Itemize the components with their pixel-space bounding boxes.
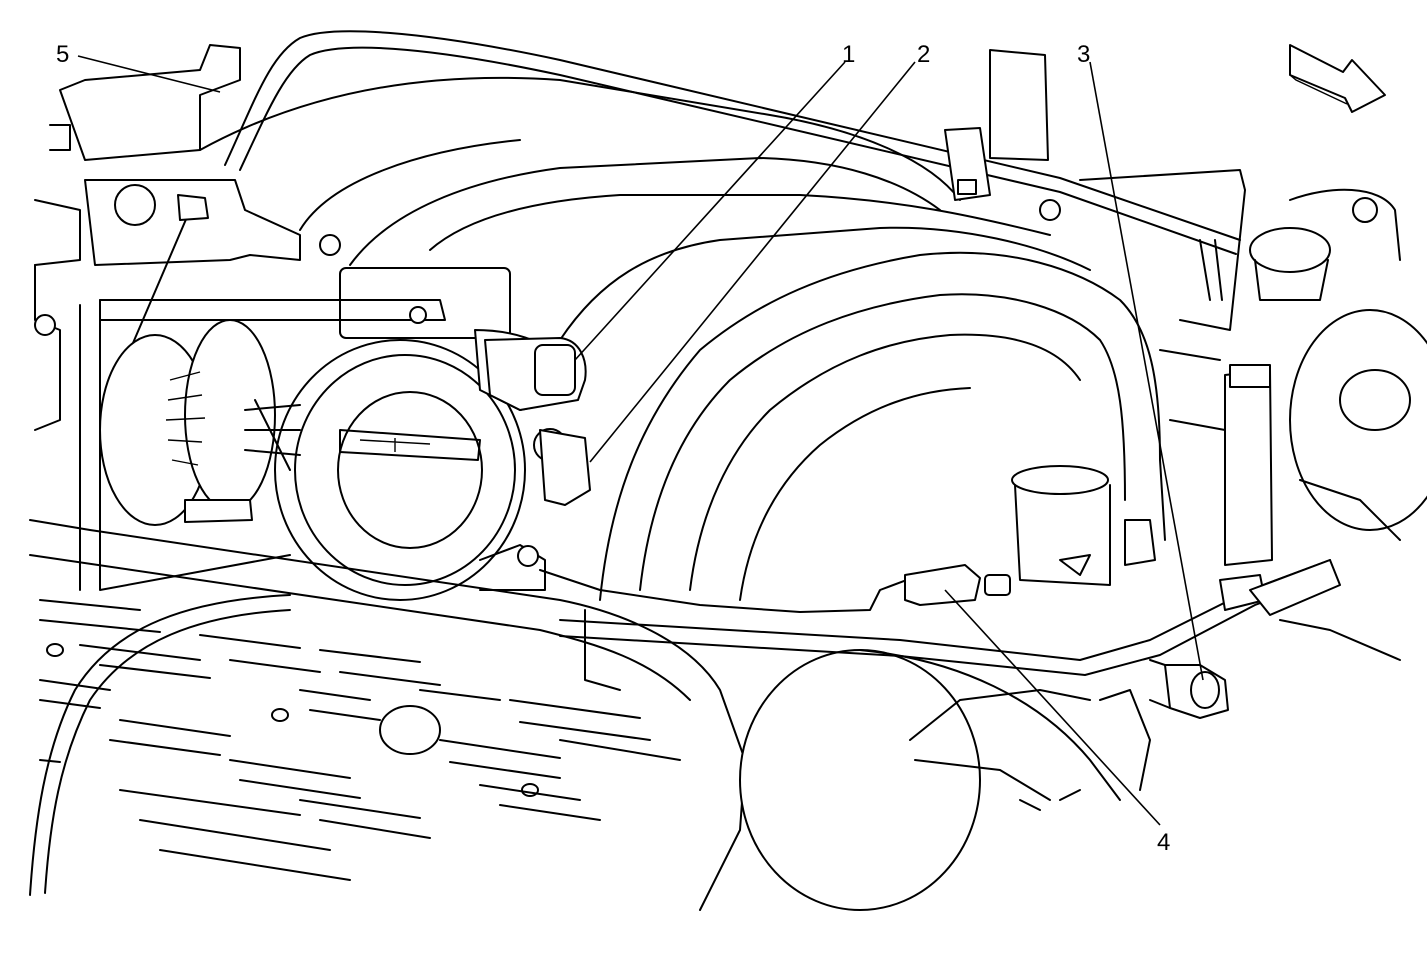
coolant-temperature-sensor bbox=[904, 564, 1011, 606]
engine-right-side bbox=[944, 49, 1427, 661]
engine-left-side bbox=[34, 44, 241, 431]
throttle-bracket bbox=[79, 179, 446, 591]
callout-5: 5 bbox=[56, 41, 69, 68]
callout-leaders bbox=[77, 55, 1204, 826]
vacuum-hose bbox=[224, 30, 1241, 255]
leader-2 bbox=[589, 61, 916, 463]
intake-manifold bbox=[199, 76, 1166, 691]
intake-duct bbox=[739, 649, 1151, 911]
callout-1: 1 bbox=[842, 41, 855, 68]
engine-cover bbox=[29, 519, 746, 911]
callout-4: 4 bbox=[1157, 829, 1170, 856]
throttle-body bbox=[274, 267, 591, 601]
leader-4 bbox=[944, 589, 1161, 826]
coolant-outlet bbox=[1011, 465, 1156, 586]
sensor-connector bbox=[1149, 659, 1229, 719]
callout-3: 3 bbox=[1077, 41, 1090, 68]
leader-3 bbox=[1089, 61, 1204, 681]
fuel-line bbox=[559, 559, 1341, 676]
callout-2: 2 bbox=[917, 41, 930, 68]
leader-1 bbox=[574, 61, 846, 361]
leader-5 bbox=[77, 55, 221, 93]
throttle-position-sensor bbox=[484, 337, 587, 411]
callout-labels: 1 2 3 4 5 bbox=[56, 41, 1170, 856]
throttle-cam bbox=[99, 319, 301, 526]
view-direction-arrow-icon bbox=[1289, 44, 1386, 113]
